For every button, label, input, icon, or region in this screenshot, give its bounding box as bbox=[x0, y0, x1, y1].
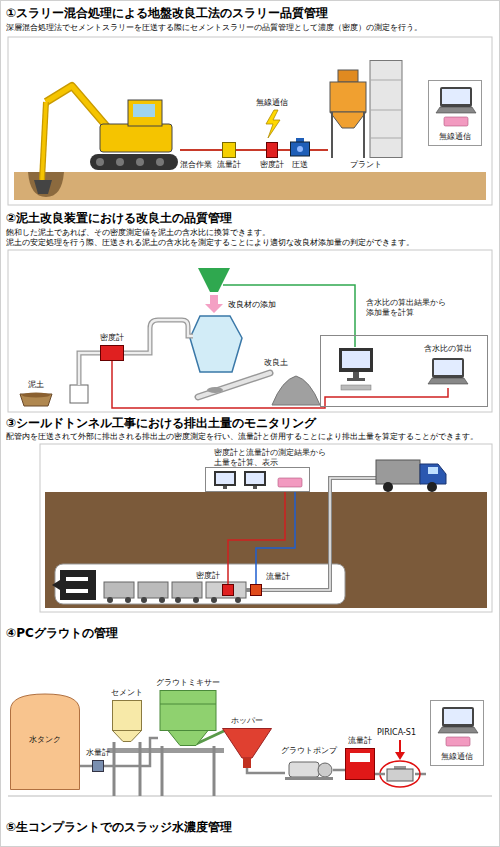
equipment-label: 圧送 bbox=[292, 160, 308, 170]
connector-line bbox=[333, 769, 345, 772]
water-meter-picture bbox=[92, 760, 104, 772]
equipment-label: 水タンク bbox=[29, 735, 61, 745]
connector-line bbox=[310, 149, 328, 151]
equipment-label: 含水比の算出結果から 添加量を計算 bbox=[366, 298, 450, 317]
equipment-label: グラウトポンプ bbox=[281, 746, 337, 756]
flow-meter: 流量計 bbox=[250, 584, 262, 596]
equipment-label: 水量計 bbox=[86, 748, 110, 758]
grout-pump-picture bbox=[285, 758, 333, 780]
connector-line bbox=[112, 361, 448, 408]
flow-meter-picture bbox=[345, 748, 375, 780]
equipment-label: 含水比の算出 bbox=[424, 344, 472, 354]
water-tank: 水タンク bbox=[10, 690, 80, 790]
section-heading: ④PCグラウトの管理 bbox=[6, 626, 118, 640]
equipment-label: 無線通信 bbox=[441, 752, 473, 762]
flow-meter-picture bbox=[250, 584, 262, 596]
connector-line bbox=[247, 768, 285, 773]
equipment-label: 無線通信 bbox=[439, 132, 471, 142]
mixing-plant-picture bbox=[328, 60, 403, 158]
cement-silo-picture bbox=[112, 700, 142, 742]
density-meter: 密度計 bbox=[100, 345, 124, 361]
equipment-label: 流量計 bbox=[266, 572, 290, 582]
hopper: ホッパー bbox=[222, 728, 272, 768]
grout-pump: グラウトポンプ bbox=[285, 758, 333, 780]
water-content-pc-picture bbox=[425, 356, 471, 388]
equipment-label: 密度計 bbox=[100, 333, 124, 343]
grout-mixer-picture bbox=[158, 690, 218, 746]
pressure-pump: 圧送 bbox=[290, 138, 310, 158]
equipment-label: 混合作業 bbox=[180, 160, 212, 170]
equipment-label: 流量計 bbox=[217, 160, 241, 170]
connector-line bbox=[180, 149, 222, 151]
equipment-label: 密度計 bbox=[196, 571, 220, 581]
equipment-label: 密度計と流量計の測定結果から 土量を計算、表示 bbox=[214, 448, 330, 467]
flow-meter: 流量計 bbox=[222, 142, 236, 158]
mud-tray: 泥土 bbox=[20, 392, 52, 406]
water-content-pc: 含水比の算出 bbox=[425, 356, 471, 388]
equipment-label: グラウトミキサー bbox=[156, 678, 220, 688]
section-heading: ⑤生コンプラントでのスラッジ水濃度管理 bbox=[6, 820, 232, 834]
mud-tray-picture bbox=[20, 392, 52, 406]
section-note: 泥土の安定処理を行う際、圧送される泥土の含水比を測定することにより適切な改良材添… bbox=[6, 238, 414, 247]
monitor-panel: 密度計と流量計の測定結果から 土量を計算、表示 bbox=[205, 467, 310, 492]
equipment-label: PIRICA-S1 bbox=[377, 728, 416, 738]
density-meter: 密度計 bbox=[222, 584, 234, 596]
wireless-pc: 無線通信 bbox=[428, 80, 482, 146]
flow-meter-picture bbox=[222, 142, 236, 158]
pressure-pump-picture bbox=[290, 138, 310, 158]
equipment-label: プラント bbox=[350, 160, 382, 170]
pirica-sensor-picture bbox=[385, 766, 415, 782]
equipment-label: 改良土 bbox=[264, 358, 288, 368]
section-heading: ②泥土改良装置における改良土の品質管理 bbox=[6, 211, 232, 225]
connector-line bbox=[236, 149, 266, 151]
density-meter-picture bbox=[100, 345, 124, 361]
calc-panel: 含水比の算出結果から 添加量を計算含水比の算出 bbox=[320, 335, 488, 407]
section-note: 配管内を圧送されて外部に排出される排出土の密度測定を行い、流量計と併用することに… bbox=[6, 432, 478, 441]
grout-mixer: グラウトミキサー bbox=[158, 690, 218, 746]
improved-soil-picture bbox=[272, 372, 320, 405]
density-meter-picture bbox=[266, 142, 278, 158]
equipment-label: セメント bbox=[111, 688, 143, 698]
section-heading: ③シールドトンネル工事における排出土量のモニタリング bbox=[6, 416, 316, 430]
equipment-label: 流量計 bbox=[348, 736, 372, 746]
section-heading: ①スラリー混合処理による地盤改良工法のスラリー品質管理 bbox=[6, 6, 328, 20]
equipment-label: ホッパー bbox=[231, 716, 263, 726]
connector-line bbox=[104, 738, 158, 766]
density-meter: 密度計 bbox=[266, 142, 278, 158]
excavator-picture bbox=[30, 62, 180, 172]
flow-meter: 流量計 bbox=[345, 748, 375, 780]
wireless-pc: 無線通信 bbox=[430, 700, 484, 766]
water-meter: 水量計 bbox=[92, 760, 104, 772]
connector-line bbox=[278, 149, 290, 151]
monitor-panel-picture bbox=[206, 468, 311, 493]
mixing-plant: プラント bbox=[328, 60, 403, 158]
connector-line bbox=[256, 492, 295, 584]
pirica-sensor: PIRICA-S1 bbox=[385, 766, 415, 782]
wireless-label: 無線通信 bbox=[256, 98, 288, 108]
connector-line bbox=[80, 765, 92, 768]
density-meter-picture bbox=[222, 584, 234, 596]
section-note: 飽和した泥土であれば、その密度測定値を泥土の含水比に換算できます。 bbox=[6, 228, 270, 237]
equipment-label: 密度計 bbox=[260, 160, 284, 170]
additive-label: 改良材の添加 bbox=[228, 300, 276, 310]
equipment-label: 泥土 bbox=[28, 380, 44, 390]
connector-line bbox=[375, 773, 385, 776]
cement-silo: セメント bbox=[112, 700, 142, 742]
hopper-picture bbox=[222, 728, 272, 768]
improved-soil: 改良土 bbox=[272, 372, 320, 405]
excavator: 混合作業 bbox=[30, 62, 180, 172]
section-note: 深層混合処理法でセメントスラリーを圧送する際にセメントスラリーの品質管理として濃… bbox=[6, 23, 422, 32]
